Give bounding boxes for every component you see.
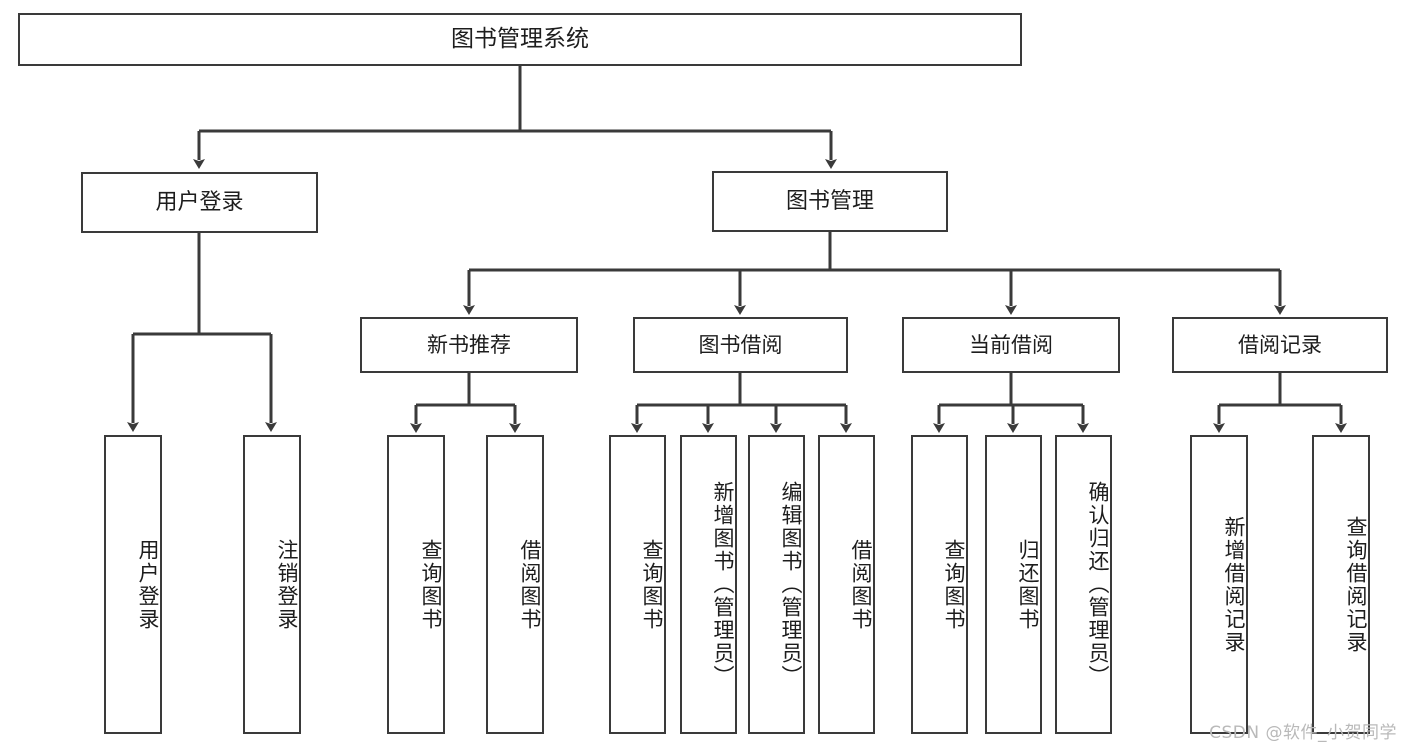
leaf-label: 新增图书（管理员） bbox=[711, 481, 735, 688]
node-book-management[interactable]: 图书管理 bbox=[712, 171, 948, 232]
leaf-label: 确认归还（管理员） bbox=[1086, 481, 1110, 688]
leaf-add-book-admin[interactable]: 新增图书（管理员） bbox=[680, 435, 737, 734]
leaf-return-book[interactable]: 归还图书 bbox=[985, 435, 1042, 734]
leaf-borrow-book-recommend[interactable]: 借阅图书 bbox=[486, 435, 544, 734]
leaf-label: 注销登录 bbox=[275, 538, 299, 631]
leaf-label: 归还图书 bbox=[1016, 538, 1040, 631]
node-new-book-recommend[interactable]: 新书推荐 bbox=[360, 317, 578, 373]
leaf-query-book-current[interactable]: 查询图书 bbox=[911, 435, 968, 734]
leaf-label: 查询图书 bbox=[640, 538, 664, 631]
leaf-query-book-borrow[interactable]: 查询图书 bbox=[609, 435, 666, 734]
leaf-edit-book-admin[interactable]: 编辑图书（管理员） bbox=[748, 435, 805, 734]
leaf-user-login[interactable]: 用户登录 bbox=[104, 435, 162, 734]
leaf-query-book-recommend[interactable]: 查询图书 bbox=[387, 435, 445, 734]
node-root-system[interactable]: 图书管理系统 bbox=[18, 13, 1022, 66]
leaf-label: 新增借阅记录 bbox=[1222, 515, 1246, 654]
csdn-watermark: CSDN @软件_小贺同学 bbox=[1209, 723, 1397, 743]
leaf-logout[interactable]: 注销登录 bbox=[243, 435, 301, 734]
leaf-label: 查询借阅记录 bbox=[1344, 515, 1368, 654]
leaf-label: 用户登录 bbox=[136, 538, 160, 631]
leaf-borrow-book[interactable]: 借阅图书 bbox=[818, 435, 875, 734]
leaf-label: 查询图书 bbox=[942, 538, 966, 631]
leaf-query-borrow-record[interactable]: 查询借阅记录 bbox=[1312, 435, 1370, 734]
leaf-label: 查询图书 bbox=[419, 538, 443, 631]
leaf-label: 借阅图书 bbox=[849, 538, 873, 631]
node-current-borrow[interactable]: 当前借阅 bbox=[902, 317, 1120, 373]
node-borrow-record[interactable]: 借阅记录 bbox=[1172, 317, 1388, 373]
leaf-add-borrow-record[interactable]: 新增借阅记录 bbox=[1190, 435, 1248, 734]
leaf-confirm-return-admin[interactable]: 确认归还（管理员） bbox=[1055, 435, 1112, 734]
node-book-borrow[interactable]: 图书借阅 bbox=[633, 317, 848, 373]
node-user-login[interactable]: 用户登录 bbox=[81, 172, 318, 233]
leaf-label: 借阅图书 bbox=[518, 538, 542, 631]
leaf-label: 编辑图书（管理员） bbox=[779, 481, 803, 688]
